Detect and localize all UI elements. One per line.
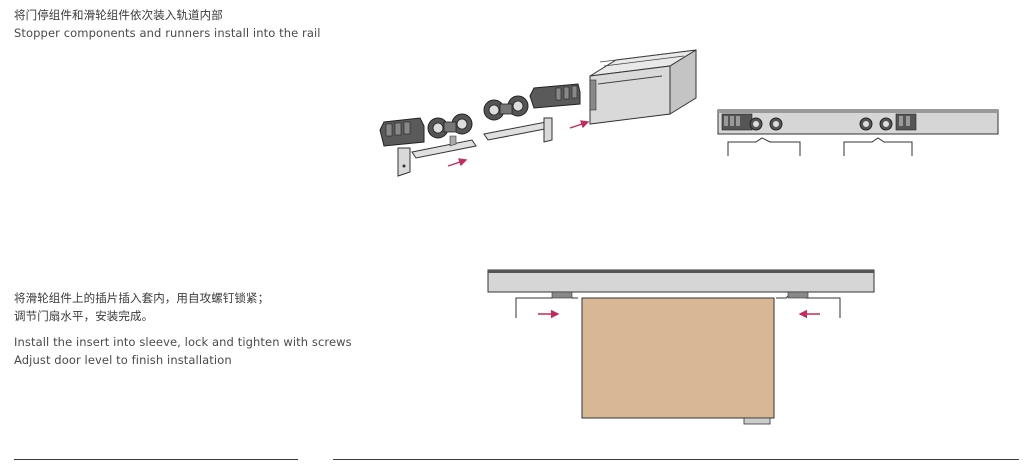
stopper-component-left [379,117,425,177]
assembled-rail-front-view [717,109,999,156]
door-rail-side-view [487,269,875,293]
step2-en-line1: Install the insert into sleeve, lock and… [14,335,352,349]
step2-zh-line2: 调节门扇水平，安装完成。 [14,309,154,323]
runner-component-right [483,95,553,143]
step1-instructions: 将门停组件和滑轮组件依次装入轨道内部 Stopper components an… [14,6,321,42]
rail-profile [589,49,697,125]
insertion-arrows-step1 [447,120,590,167]
door-brackets [515,291,841,318]
arrow-icon [447,158,468,167]
step2-en-line2: Adjust door level to finish installation [14,353,232,367]
divider-right [333,459,1019,460]
divider-left [14,459,298,460]
runner-component-left [411,113,477,159]
step2-instructions: 将滑轮组件上的插片插入套内，用自攻螺钉锁紧； 调节门扇水平，安装完成。 Inst… [14,289,352,369]
step1-zh-text: 将门停组件和滑轮组件依次装入轨道内部 [14,8,223,22]
step2-zh-line1: 将滑轮组件上的插片插入套内，用自攻螺钉锁紧； [14,291,270,305]
stopper-component-right [529,83,581,109]
arrow-icon [569,120,590,129]
step1-en-text: Stopper components and runners install i… [14,26,321,40]
door-panel [581,297,775,425]
